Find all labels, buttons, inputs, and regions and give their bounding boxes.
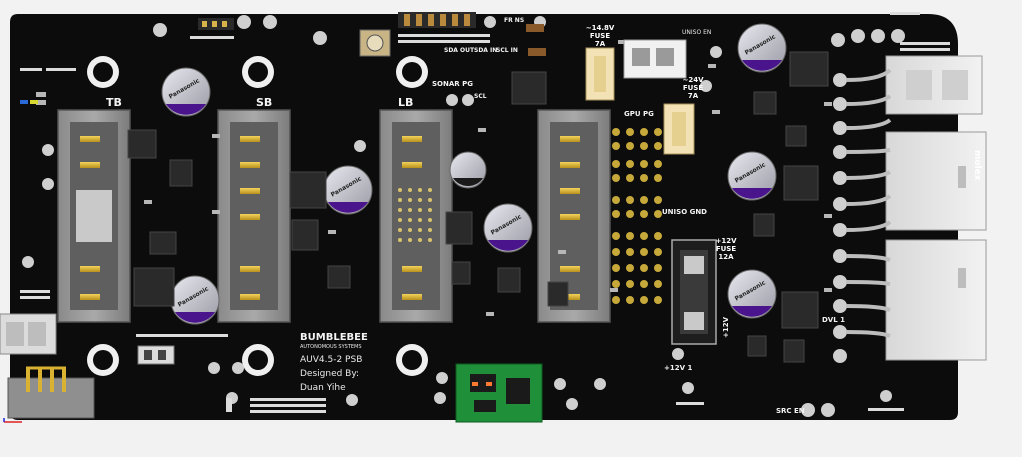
label-molex: molex (972, 150, 982, 181)
green-module (455, 363, 543, 423)
svg-text:FUSE: FUSE (716, 245, 737, 253)
label-uniso-gnd: UNISO GND (662, 208, 707, 216)
designer-name: Duan Yihe (300, 383, 346, 393)
header-tb (57, 109, 131, 323)
header-pins (80, 136, 580, 300)
label-src-en: SRC EN (776, 407, 805, 415)
fuse-24-label: ~24V FUSE 7A (682, 76, 704, 100)
label-12v-1: +12V 1 (664, 364, 692, 372)
push-button (359, 29, 391, 57)
axis-marker (3, 418, 22, 423)
silk-marks (20, 12, 950, 413)
label-sda-out: SDA OUT (444, 47, 475, 54)
label-scl-in: SCL IN (496, 47, 518, 54)
dip-switch (137, 345, 175, 365)
label-sda-in: SDA IN (474, 47, 497, 54)
wires (845, 68, 892, 338)
label-lb: LB (398, 96, 413, 109)
pad-grid (612, 128, 662, 304)
bottom-left-header (7, 366, 95, 419)
fuse-12a (671, 239, 717, 345)
board-version: AUV4.5-2 PSB (300, 355, 362, 365)
brand-name: BUMBLEBEE (300, 332, 368, 343)
branding-block: BUMBLEBEE AUTONOMOUS SYSTEMS AUV4.5-2 PS… (300, 332, 368, 393)
lb-pin-grid (398, 188, 432, 242)
right-connector-top (885, 55, 983, 115)
svg-text:~14.8V: ~14.8V (586, 24, 615, 32)
right-connector-molex (885, 131, 987, 231)
fuse-12-label: +12V FUSE 12A (715, 237, 737, 261)
svg-text:7A: 7A (688, 92, 699, 100)
fuse-148-label: ~14.8V FUSE 7A (586, 24, 615, 48)
label-12v-side: +12V (722, 316, 730, 338)
test-points (22, 15, 905, 417)
svg-text:FUSE: FUSE (590, 32, 611, 40)
designed-by: Designed By: (300, 369, 359, 379)
leds (20, 100, 38, 104)
svg-text:+12V: +12V (715, 237, 737, 245)
mounting-holes (87, 56, 428, 376)
label-uniso-en: UNISO EN (682, 29, 711, 36)
header-lb (379, 109, 453, 323)
svg-text:12A: 12A (718, 253, 734, 261)
fuse-blades (585, 47, 695, 155)
label-fr-ns: FR NS (504, 17, 524, 24)
label-dvl-1: DVL 1 (822, 316, 845, 324)
left-connector (0, 313, 57, 355)
brand-sub: AUTONOMOUS SYSTEMS (300, 344, 362, 350)
ics (127, 51, 829, 363)
smd-parts (36, 40, 832, 316)
resistors (526, 24, 546, 56)
label-sb: SB (256, 96, 272, 109)
label-gpu-pg: GPU PG (624, 110, 654, 118)
label-scl: SCL (474, 93, 487, 100)
white-connector (623, 39, 687, 79)
right-connector-bottom (885, 239, 987, 361)
capacitors: Panasonic Panasonic Panasonic Panasonic … (161, 23, 787, 325)
svg-text:FUSE: FUSE (683, 84, 704, 92)
label-tb: TB (106, 96, 122, 109)
top-pin-header (198, 12, 476, 30)
svg-text:7A: 7A (595, 40, 606, 48)
label-sonar-pg: SONAR PG (432, 80, 473, 88)
svg-text:~24V: ~24V (682, 76, 704, 84)
